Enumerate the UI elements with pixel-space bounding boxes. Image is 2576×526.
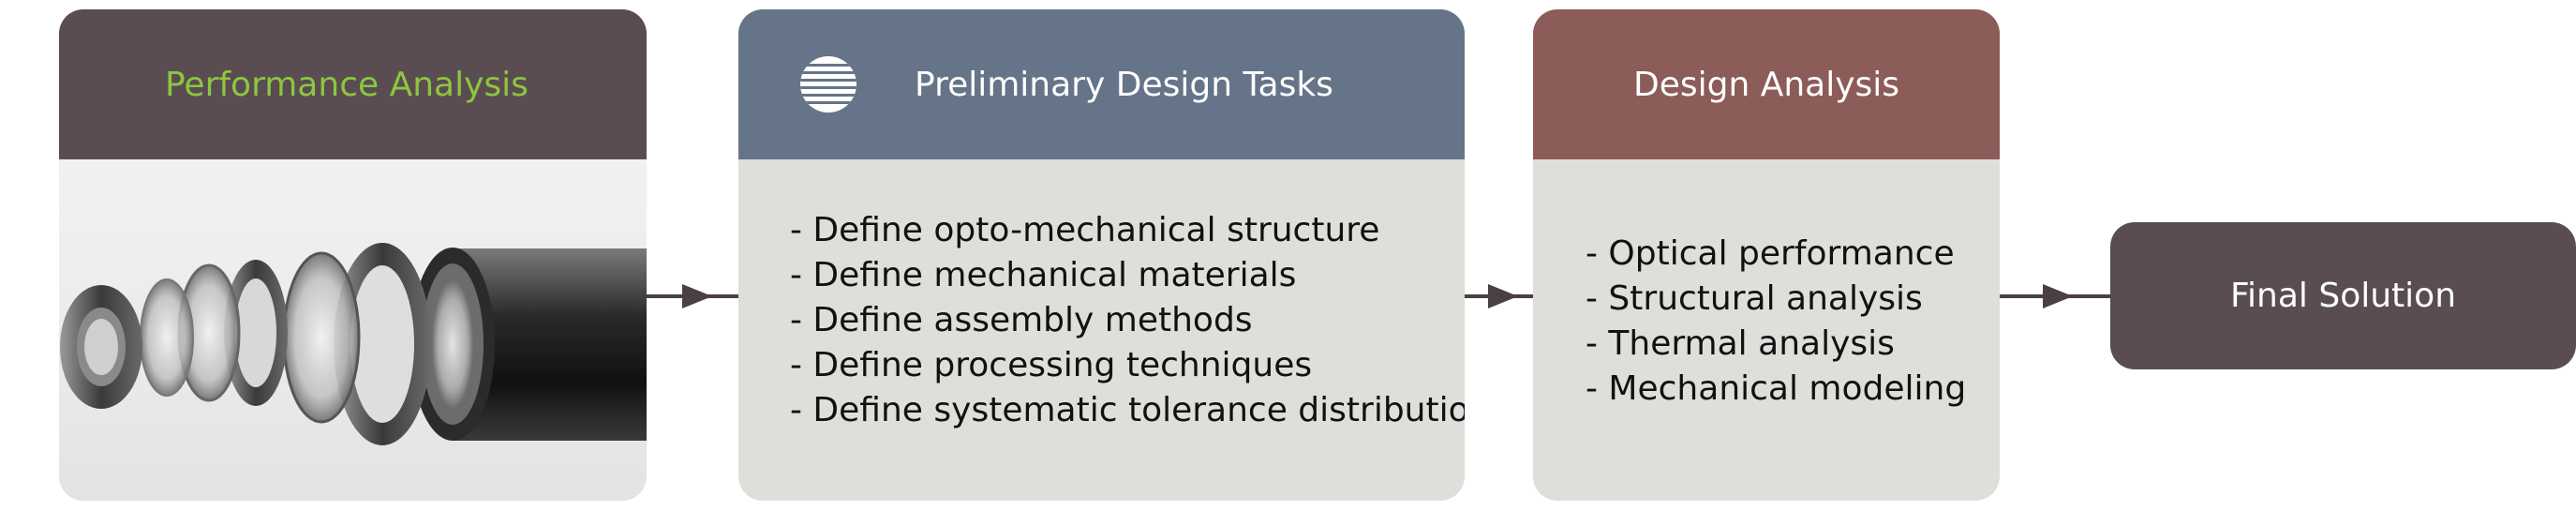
final-solution-title: Final Solution [2229, 277, 2457, 315]
list-item: - Structural analysis [1586, 279, 1923, 318]
preliminary-design-tasks-title: Preliminary Design Tasks [915, 65, 1333, 104]
preliminary-design-tasks-card: Preliminary Design Tasks - Define opto-m… [738, 9, 1465, 501]
design-analysis-card: Design Analysis - Optical performance - … [1533, 9, 2000, 501]
list-item: - Define opto-mechanical structure [790, 211, 1380, 249]
design-analysis-list: - Optical performance - Structural analy… [1586, 232, 1966, 412]
preliminary-design-tasks-header: Preliminary Design Tasks [738, 9, 1465, 159]
list-item: - Define assembly methods [790, 301, 1253, 339]
preliminary-design-tasks-body: - Define opto-mechanical structure - Def… [738, 159, 1465, 501]
list-item: - Define mechanical materials [790, 256, 1297, 294]
list-item: - Define systematic tolerance distributi… [790, 391, 1465, 429]
performance-analysis-header: Performance Analysis [59, 9, 647, 159]
preliminary-task-list: - Define opto-mechanical structure - Def… [790, 208, 1465, 433]
design-analysis-header: Design Analysis [1533, 9, 2000, 159]
lens-assembly-image [60, 243, 647, 445]
performance-analysis-title: Performance Analysis [165, 65, 529, 104]
striped-circle-logo-icon [800, 56, 856, 113]
list-item: - Define processing techniques [790, 346, 1313, 384]
list-item: - Thermal analysis [1586, 324, 1895, 363]
list-item: - Optical performance [1586, 234, 1955, 273]
performance-analysis-body [59, 159, 647, 501]
final-solution-box: Final Solution [2110, 222, 2576, 369]
list-item: - Mechanical modeling [1586, 369, 1967, 408]
design-analysis-title: Design Analysis [1632, 65, 1900, 104]
performance-analysis-card: Performance Analysis [59, 9, 647, 501]
design-analysis-body: - Optical performance - Structural analy… [1533, 159, 2000, 501]
